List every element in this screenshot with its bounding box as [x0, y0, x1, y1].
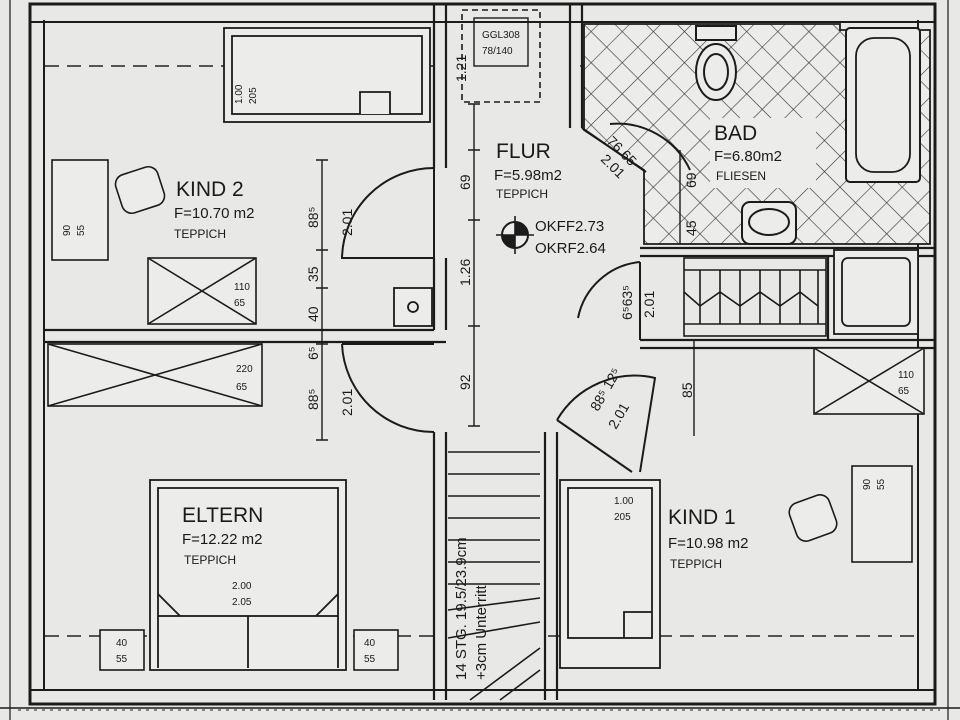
bed-kind2-width: 1.00 [234, 84, 245, 104]
level-okff: OKFF2.73 [535, 218, 604, 235]
dim-40: 40 [305, 306, 321, 322]
nightstand-left-b: 55 [116, 654, 128, 665]
bed-kind2-length: 205 [248, 87, 259, 104]
chair-kind1 [788, 494, 838, 542]
flur-area: F=5.98m2 [494, 167, 562, 184]
dim-45: 45 [683, 220, 699, 236]
dim-201-a: 2.01 [339, 209, 355, 236]
dim-35: 35 [305, 266, 321, 282]
desk-kind1-b: 55 [876, 478, 887, 490]
dim-126: 1.26 [457, 259, 473, 286]
chimney-label-top: GGL308 [482, 30, 520, 41]
chair-kind2 [114, 165, 166, 215]
nightstand-left [99, 629, 145, 671]
bathtub [845, 27, 921, 183]
eltern-floor: TEPPICH [184, 553, 236, 567]
label-kind1: KIND 1 F=10.98 m2 TEPPICH [668, 506, 748, 571]
bad-door [581, 122, 691, 173]
bed-eltern-width: 2.00 [232, 581, 252, 592]
dim-6635: 6⁵63⁵ [619, 285, 635, 320]
wardrobe-kind1-b: 65 [898, 386, 910, 397]
nightstand-right-b: 55 [364, 654, 376, 665]
radiator [683, 257, 827, 337]
label-bad: BAD F=6.80m2 FLIESEN [710, 118, 816, 188]
washbasin [741, 201, 797, 245]
dim-92: 92 [457, 374, 473, 390]
kind2-door [340, 167, 435, 259]
dim-85: 85 [679, 382, 695, 398]
bed-kind1-width: 1.00 [614, 496, 634, 507]
wardrobe-kind2 [147, 257, 257, 325]
stairs-note: +3cm Unterritt [473, 585, 490, 680]
dim-lines [316, 103, 695, 441]
dim-201-d: 2.01 [641, 291, 657, 318]
eltern-area: F=12.22 m2 [182, 531, 262, 548]
bed-kind2 [223, 27, 431, 123]
desk-kind2-a: 90 [62, 224, 73, 236]
bed-kind1 [559, 479, 661, 669]
wardrobe-kind1-a: 110 [898, 370, 914, 381]
wardrobe-kind1 [813, 347, 925, 415]
eltern-name: ELTERN [182, 504, 263, 527]
dim-201-b: 2.01 [339, 389, 355, 416]
desk-kind1-a: 90 [862, 478, 873, 490]
nightstand-right-a: 40 [364, 638, 376, 649]
kind1-area: F=10.98 m2 [668, 535, 748, 552]
wardrobe-eltern [47, 343, 263, 407]
level-marker [496, 216, 534, 254]
label-flur: FLUR F=5.98m2 TEPPICH [494, 140, 562, 201]
kind1-door [556, 374, 657, 473]
stairs [447, 451, 541, 701]
desk-kind2 [51, 159, 109, 261]
interior-walls [44, 5, 935, 700]
small-closet-door [577, 261, 641, 340]
wardrobe-eltern-a: 220 [236, 364, 253, 375]
wardrobe-eltern-b: 65 [236, 382, 248, 393]
flur-floor: TEPPICH [496, 187, 548, 201]
wardrobe-kind2-b: 65 [234, 298, 246, 309]
flur-name: FLUR [496, 140, 551, 163]
nightstand-left-a: 40 [116, 638, 128, 649]
washer [833, 249, 919, 335]
desk-kind2-b: 55 [76, 224, 87, 236]
dim-69: 69 [457, 174, 473, 190]
dim-885-b: 88⁵ [305, 389, 321, 410]
stairs-count: 14 STG. 19.5/23.9cm [453, 537, 470, 680]
dim-65: 6⁵ [305, 346, 321, 360]
kind2-area: F=10.70 m2 [174, 205, 254, 222]
toilet [695, 25, 737, 101]
chimney: GGL308 78/140 1.21 [453, 9, 541, 103]
desk-kind1 [851, 465, 913, 563]
dim-69-b: 69 [683, 172, 699, 188]
label-eltern: ELTERN F=12.22 m2 TEPPICH [182, 504, 263, 567]
bed-eltern-length: 2.05 [232, 597, 252, 608]
chimney-label-bottom: 78/140 [482, 46, 513, 57]
eltern-door [341, 343, 435, 434]
bed-kind1-length: 205 [614, 512, 631, 523]
bad-name: BAD [714, 122, 757, 145]
kind1-name: KIND 1 [668, 506, 736, 529]
label-kind2: KIND 2 F=10.70 m2 TEPPICH [174, 178, 254, 241]
wardrobe-kind2-a: 110 [234, 282, 250, 293]
bad-area: F=6.80m2 [714, 148, 782, 165]
level-okrf: OKRF2.64 [535, 240, 606, 257]
kind2-name: KIND 2 [176, 178, 244, 201]
nightstand-right [353, 629, 399, 671]
bad-floor: FLIESEN [716, 169, 766, 183]
bed-eltern [149, 479, 347, 671]
kind1-floor: TEPPICH [670, 557, 722, 571]
shaft [393, 287, 433, 327]
kind2-floor: TEPPICH [174, 227, 226, 241]
dim-885-a: 88⁵ [305, 207, 321, 228]
chimney-height: 1.21 [453, 55, 469, 82]
